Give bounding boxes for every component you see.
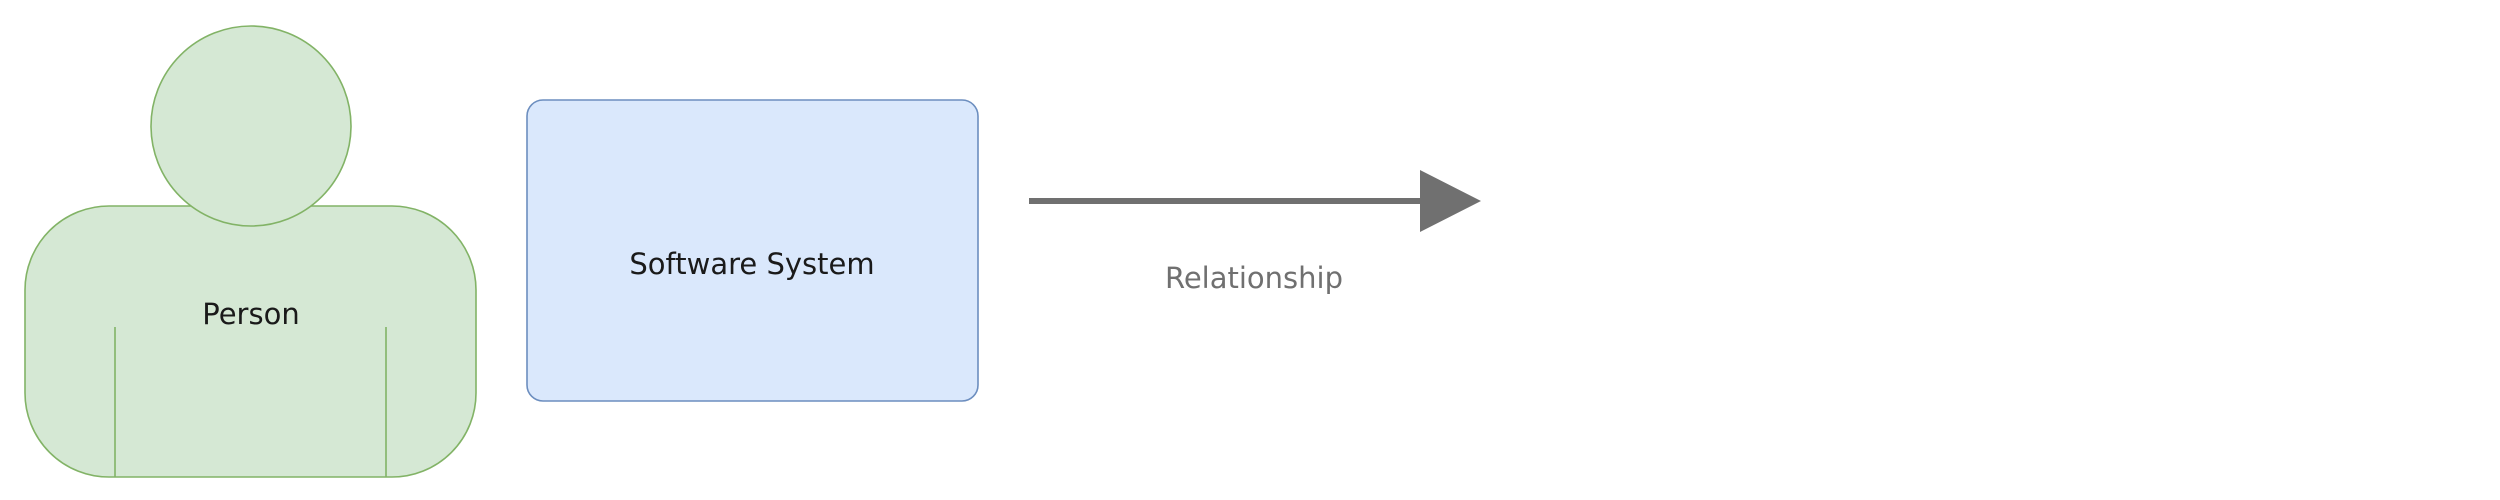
person-label: Person — [202, 297, 299, 331]
software-system-shape[interactable]: Software System — [526, 99, 979, 402]
person-shape[interactable]: Person — [24, 25, 477, 478]
arrowhead-icon — [1420, 170, 1481, 232]
relationship-label: Relationship — [1165, 261, 1343, 295]
person-body — [24, 205, 477, 478]
person-head — [150, 25, 352, 227]
software-system-label: Software System — [629, 247, 874, 281]
relationship-connector[interactable]: Relationship — [1029, 170, 1481, 295]
software-system-box — [526, 99, 979, 402]
